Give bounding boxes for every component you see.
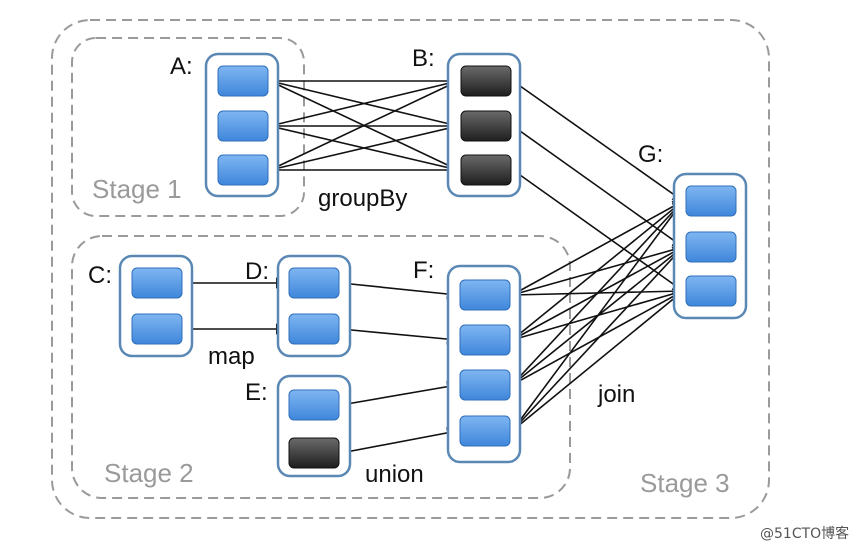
op-join-label: join xyxy=(597,381,635,408)
rdd-b-label: B: xyxy=(412,45,435,72)
stage-2-label: Stage 2 xyxy=(104,458,194,488)
rdd-d-partition-1 xyxy=(288,267,340,299)
rdd-d-partition-2 xyxy=(288,313,340,345)
edge-a3-b2 xyxy=(269,122,460,171)
rdd-a-partition-3 xyxy=(217,154,269,186)
edge-b1-g1 xyxy=(512,80,684,202)
rdd-c-partition-1 xyxy=(131,267,183,299)
rdd-c-partition-2 xyxy=(131,313,183,345)
edge-b2-g2 xyxy=(512,125,684,248)
op-groupby-label: groupBy xyxy=(318,185,407,212)
edge-f4-g2 xyxy=(511,246,684,432)
edge-f3-g1 xyxy=(511,200,684,386)
op-map-label: map xyxy=(208,343,255,370)
rdd-b-partition-2 xyxy=(460,110,512,142)
rdd-g-partition-3 xyxy=(685,275,737,307)
watermark: @51CTO博客 xyxy=(760,525,849,542)
rdd-d-label: D: xyxy=(245,258,269,285)
op-union-label: union xyxy=(365,461,424,488)
edge-f1-g1 xyxy=(511,200,684,296)
rdd-f-partition-4 xyxy=(459,415,511,447)
stage-outlines xyxy=(51,19,770,519)
rdd-a-partition-2 xyxy=(217,110,269,142)
rdd-e-label: E: xyxy=(245,379,268,406)
rdd-c-label: C: xyxy=(88,262,112,289)
edge-a2-b1 xyxy=(269,77,460,127)
rdd-g-label: G: xyxy=(638,141,663,168)
rdd-f-partition-2 xyxy=(459,324,511,356)
rdd-f-partition-3 xyxy=(459,369,511,401)
dependency-edges xyxy=(184,75,685,454)
stage-1-outline xyxy=(71,37,305,217)
rdd-a-partition-1 xyxy=(217,65,269,97)
rdd-b-partition-1 xyxy=(460,65,512,97)
rdd-a-label: A: xyxy=(170,53,193,80)
rdd-f-partition-1 xyxy=(459,279,511,311)
edge-e2-f4 xyxy=(340,427,459,454)
rdd-g-partition-1 xyxy=(685,185,737,217)
rdd-b-partition-3 xyxy=(460,154,512,186)
stage-3-outline xyxy=(51,19,770,519)
rdd-f-box xyxy=(446,264,522,464)
rdd-f-label: F: xyxy=(413,257,434,284)
stage-1-label: Stage 1 xyxy=(92,174,182,204)
rdd-boxes xyxy=(118,52,748,478)
rdd-g-partition-2 xyxy=(685,231,737,263)
edge-a3-b1 xyxy=(269,80,460,171)
stage-3-label: Stage 3 xyxy=(640,468,730,498)
edge-f4-g1 xyxy=(511,200,684,432)
edge-d1-f1 xyxy=(340,282,459,300)
edge-e1-f3 xyxy=(340,381,459,406)
edge-f2-g1 xyxy=(511,200,684,341)
rdd-e-partition-1 xyxy=(288,389,340,421)
edge-b3-g3 xyxy=(512,169,684,292)
edge-d2-f2 xyxy=(340,328,459,345)
stage-2-outline xyxy=(71,235,571,499)
rdd-e-partition-2 xyxy=(288,437,340,469)
edge-f4-g3 xyxy=(511,290,684,432)
